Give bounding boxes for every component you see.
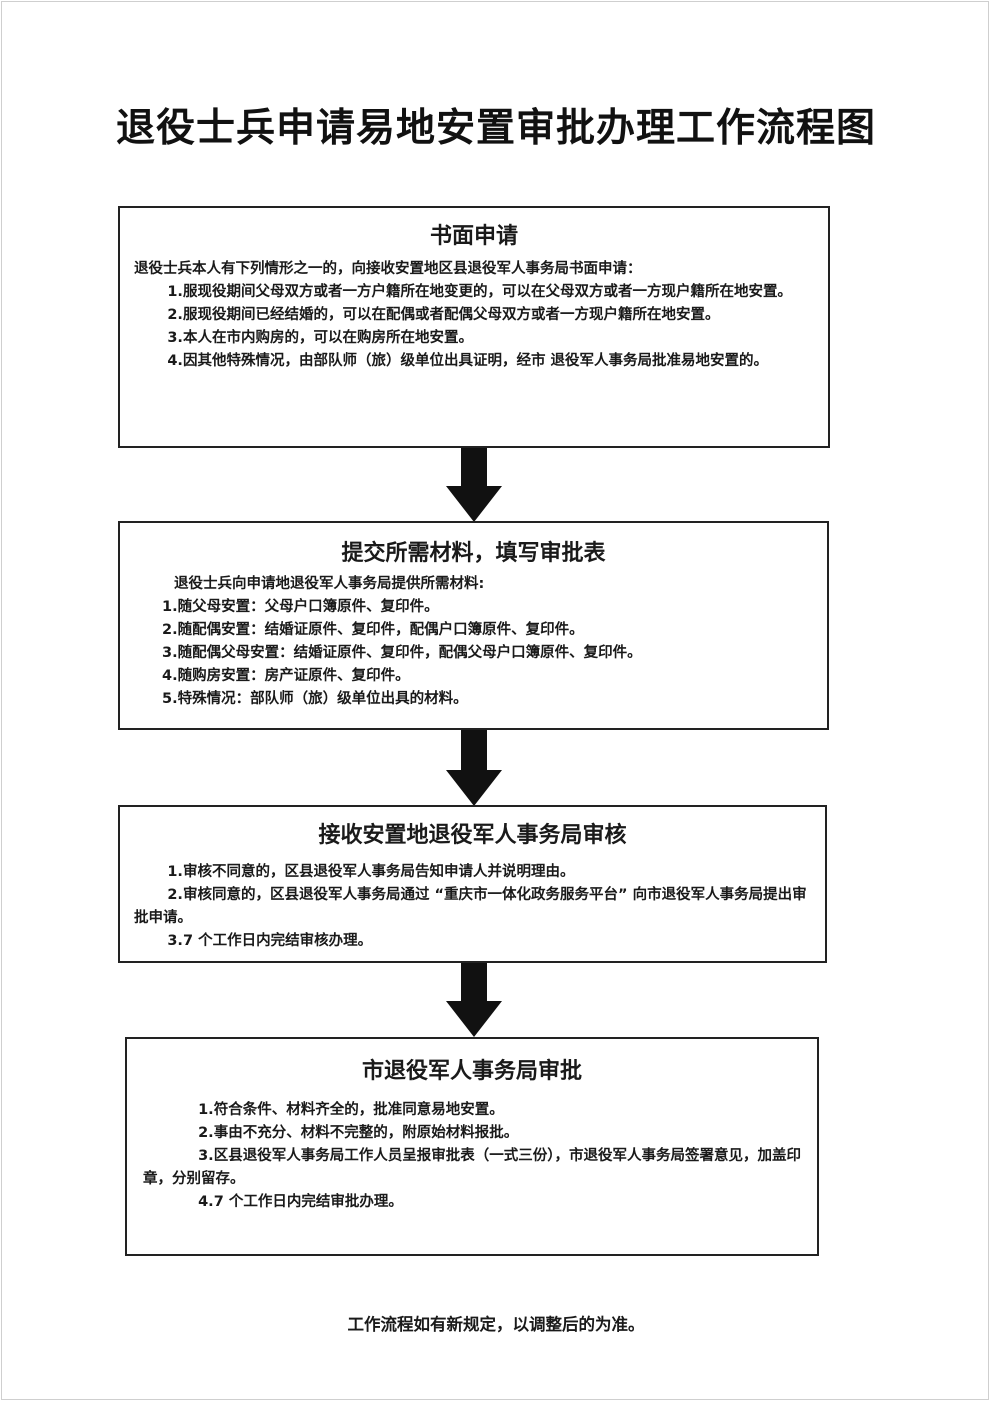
- step-item: 1.审核不同意的，区县退役军人事务局告知申请人并说明理由。: [167, 864, 575, 880]
- step-body: 退役士兵向申请地退役军人事务局提供所需材料: 1.随父母安置：父母户口簿原件、复…: [162, 573, 813, 711]
- step-item: 2.审核同意的，区县退役军人事务局通过 “重庆市一体化政务服务平台” 向市退役军…: [134, 887, 807, 926]
- flow-arrow-down-icon: [446, 448, 502, 522]
- step-item: 1.符合条件、材料齐全的，批准同意易地安置。: [198, 1102, 504, 1118]
- step-title: 提交所需材料，填写审批表: [341, 541, 606, 566]
- step-item: 1.服现役期间父母双方或者一方户籍所在地变更的，可以在父母双方或者一方现户籍所在…: [167, 284, 792, 300]
- step-item: 3.本人在市内购房的，可以在购房所在地安置。: [167, 330, 473, 346]
- step-intro: 退役士兵本人有下列情形之一的，向接收安置地区县退役军人事务局书面申请：: [134, 261, 642, 277]
- step-item: 4.因其他特殊情况，由部队师（旅）级单位出具证明，经市 退役军人事务局批准易地安…: [167, 353, 768, 369]
- step-item: 3.7 个工作日内完结审核办理。: [167, 933, 373, 949]
- step-title: 市退役军人事务局审批: [361, 1059, 582, 1084]
- step-body: 1.审核不同意的，区县退役军人事务局告知申请人并说明理由。 2.审核同意的，区县…: [134, 861, 811, 953]
- step-item: 2.服现役期间已经结婚的，可以在配偶或者配偶父母双方或者一方现户籍所在地安置。: [167, 307, 720, 323]
- step-item: 4.7 个工作日内完结审批办理。: [198, 1194, 403, 1210]
- step-box-submit-materials: 提交所需材料，填写审批表 退役士兵向申请地退役军人事务局提供所需材料: 1.随父…: [118, 521, 829, 730]
- step-item: 5.特殊情况：部队师（旅）级单位出具的材料。: [162, 691, 468, 707]
- flow-arrow-down-icon: [446, 730, 502, 806]
- step-body: 1.符合条件、材料齐全的，批准同意易地安置。 2.事由不充分、材料不完整的，附原…: [143, 1099, 801, 1214]
- step-item: 2.随配偶安置：结婚证原件、复印件，配偶户口簿原件、复印件。: [162, 622, 584, 638]
- step-item: 1.随父母安置：父母户口簿原件、复印件。: [162, 599, 439, 615]
- step-item: 3.随配偶父母安置：结婚证原件、复印件，配偶父母户口簿原件、复印件。: [162, 645, 642, 661]
- step-box-approval: 市退役军人事务局审批 1.符合条件、材料齐全的，批准同意易地安置。 2.事由不充…: [125, 1037, 819, 1256]
- step-item: 3.区县退役军人事务局工作人员呈报审批表（一式三份），市退役军人事务局签署意见，…: [143, 1148, 801, 1187]
- step-box-written-application: 书面申请 退役士兵本人有下列情形之一的，向接收安置地区县退役军人事务局书面申请：…: [118, 206, 830, 448]
- step-item: 2.事由不充分、材料不完整的，附原始材料报批。: [198, 1125, 519, 1141]
- step-box-review: 接收安置地退役军人事务局审核 1.审核不同意的，区县退役军人事务局告知申请人并说…: [118, 805, 827, 963]
- step-item: 4.随购房安置：房产证原件、复印件。: [162, 668, 410, 684]
- footnote: 工作流程如有新规定，以调整后的为准。: [347, 1315, 645, 1334]
- page-title: 退役士兵申请易地安置审批办理工作流程图: [115, 105, 876, 151]
- step-body: 退役士兵本人有下列情形之一的，向接收安置地区县退役军人事务局书面申请： 1.服现…: [134, 258, 814, 373]
- step-intro: 退役士兵向申请地退役军人事务局提供所需材料:: [174, 576, 485, 592]
- flow-arrow-down-icon: [446, 963, 502, 1037]
- step-title: 书面申请: [429, 224, 518, 249]
- step-title: 接收安置地退役军人事务局审核: [318, 823, 627, 848]
